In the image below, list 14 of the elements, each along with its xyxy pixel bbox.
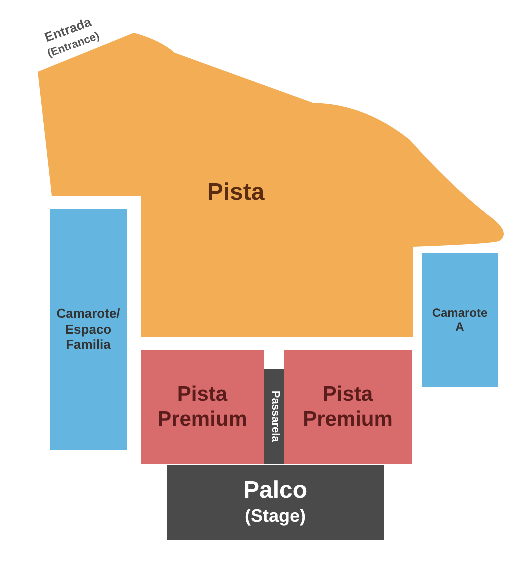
runway-strip <box>264 369 285 464</box>
seating-section <box>422 253 498 387</box>
section-label: Palco <box>243 477 308 506</box>
section-label: Camarote/ Espaco Familia <box>56 306 122 353</box>
section-label: Pista Premium <box>156 382 248 432</box>
section-label: Pista Premium <box>302 382 394 432</box>
runway-label: Passarela <box>268 390 282 442</box>
stage-block <box>167 465 384 540</box>
seating-section <box>141 350 264 464</box>
section-label: Pista <box>206 179 266 208</box>
seating-section <box>50 209 127 450</box>
section-label: Camarote A <box>431 306 489 334</box>
seating-section <box>284 350 412 464</box>
section-label: (Stage) <box>244 506 306 528</box>
